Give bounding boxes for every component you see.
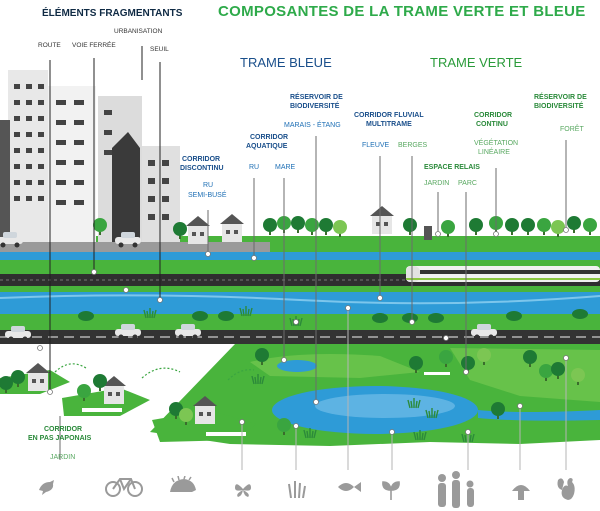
fragments-heading: ÉLÉMENTS FRAGMENTANTS	[42, 8, 183, 19]
reservoir-bleu-title-1: RÉSERVOIR DE	[290, 94, 343, 101]
label-seuil: SEUIL	[150, 46, 169, 53]
icon-leader-lines	[241, 308, 567, 470]
corridor-continu-item-2: LINÉAIRE	[478, 149, 510, 156]
label-route: ROUTE	[38, 42, 61, 49]
corridor-fluvial-title-1: CORRIDOR FLUVIAL	[354, 112, 424, 119]
corridor-discontinu-title-1: CORRIDOR	[182, 156, 221, 163]
espace-relais-title: ESPACE RELAIS	[424, 164, 480, 171]
corridor-pas-japonais-item: JARDIN	[50, 454, 76, 461]
squirrel-icon	[556, 476, 578, 503]
corridor-aquatique-item-2: MARE	[275, 164, 296, 171]
reservoir-bleu-item: MARAIS - ÉTANG	[284, 122, 341, 129]
label-urbanisation: URBANISATION	[114, 28, 163, 35]
bird-icon	[36, 476, 58, 499]
reservoir-vert-title-2: BIODIVERSITÉ	[534, 103, 584, 110]
corridor-fluvial-item-2: BERGES	[398, 142, 428, 149]
label-voie-ferree: VOIE FERRÉE	[72, 42, 116, 49]
grass-icon	[286, 478, 308, 501]
corridor-continu-item-1: VÉGÉTATION	[474, 140, 519, 147]
corridor-aquatique-item-1: RU	[249, 164, 260, 171]
road	[0, 330, 600, 344]
reservoir-vert-title-1: RÉSERVOIR DE	[534, 94, 587, 101]
espace-relais-item-2: PARC	[458, 180, 477, 187]
butterfly-icon	[232, 480, 254, 501]
corridor-fluvial-item-1: FLEUVE	[362, 142, 390, 149]
trame-verte-heading: TRAME VERTE	[430, 55, 523, 70]
hedgehog-icon	[168, 475, 198, 497]
corridor-fluvial-title-2: MULTITRAME	[366, 121, 412, 128]
reservoir-bleu-title-2: BIODIVERSITÉ	[290, 103, 340, 110]
people-icon	[432, 470, 484, 511]
corridor-aquatique-title-1: CORRIDOR	[250, 134, 289, 141]
corridor-aquatique-title-2: AQUATIQUE	[246, 143, 288, 150]
corridor-discontinu-item-1: RU	[203, 182, 214, 189]
corridor-discontinu-item-2: SEMI-BUSÉ	[188, 192, 227, 199]
river-thin	[0, 252, 600, 260]
corridor-discontinu-title-2: DISCONTINU	[180, 165, 224, 172]
building-windows	[14, 84, 169, 220]
corridor-pas-japonais-title-2: EN PAS JAPONAIS	[28, 435, 92, 442]
corridor-pas-japonais-title-1: CORRIDOR	[44, 426, 83, 433]
mushroom-icon	[510, 482, 532, 503]
bicycle-icon	[104, 474, 144, 501]
building-mid	[48, 86, 96, 242]
page-title: COMPOSANTES DE LA TRAME VERTE ET BLEUE	[218, 3, 586, 20]
espace-relais-item-1: JARDIN	[424, 180, 450, 187]
trame-bleue-heading: TRAME BLEUE	[240, 55, 332, 70]
fish-icon	[336, 480, 362, 497]
leader-lines	[49, 46, 161, 392]
reservoir-vert-item: FORÊT	[560, 126, 584, 133]
building-tall	[8, 70, 48, 242]
train	[406, 266, 600, 282]
corridor-continu-title-1: CORRIDOR	[474, 112, 513, 119]
leader-dots	[37, 227, 569, 435]
plant-icon	[380, 478, 402, 503]
corridor-continu-title-2: CONTINU	[476, 121, 508, 128]
mare	[277, 360, 317, 372]
